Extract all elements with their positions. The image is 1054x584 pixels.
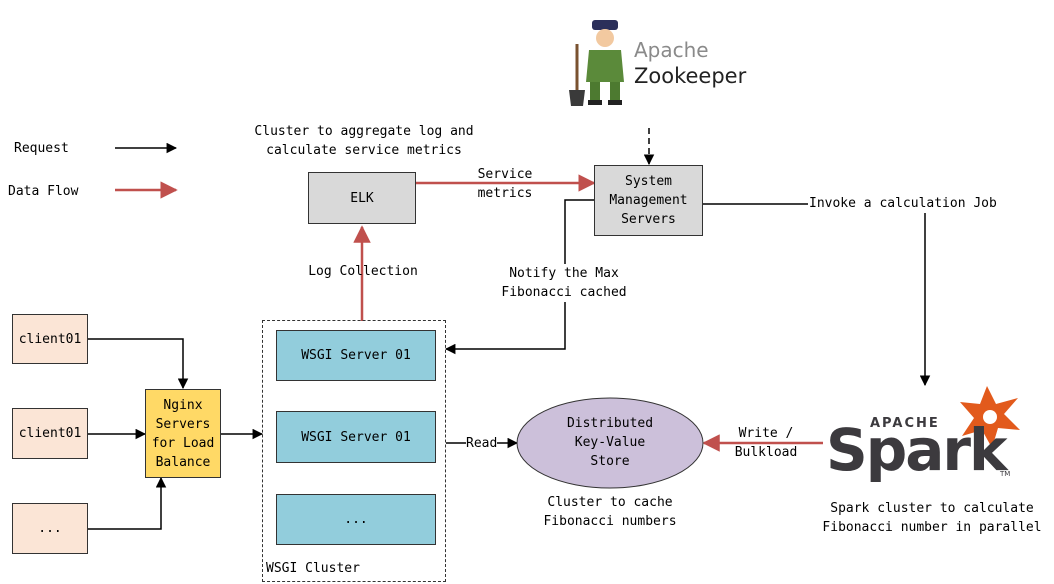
zookeeper-mascot-icon (569, 20, 624, 106)
system-management-box: System Management Servers (594, 165, 703, 236)
edge-client1-nginx (88, 338, 189, 390)
nginx-box: Nginx Servers for Load Balance (145, 389, 221, 478)
invoke-job-label: Invoke a calculation Job (808, 194, 998, 213)
log-collection-label: Log Collection (308, 264, 418, 279)
zookeeper-apache-text: Apache (634, 38, 709, 62)
elk-box: ELK (308, 172, 416, 224)
wsgi-cluster-label: WSGI Cluster (266, 561, 360, 576)
elk-caption: Cluster to aggregate log and calculate s… (254, 124, 474, 158)
spark-apache-text: APACHE (870, 416, 940, 431)
legend-dataflow-label: Data Flow (8, 184, 79, 199)
kv-store-shape (516, 397, 704, 489)
edge-invoke-job (703, 203, 931, 387)
wsgi-server-box-2: WSGI Server 01 (276, 411, 436, 463)
wsgi-server-box-3: ... (276, 494, 436, 545)
spark-tm-text: TM (1000, 470, 1011, 478)
client-box-2: client01 (12, 408, 88, 459)
client-box-3: ... (12, 503, 88, 554)
kv-store-label: Distributed Key-Value Store (566, 416, 654, 469)
service-metrics-label: Service metrics (477, 167, 533, 201)
edge-client3-nginx (88, 476, 167, 530)
spark-caption: Spark cluster to calculate Fibonacci num… (822, 501, 1042, 535)
notify-max-label: Notify the Max Fibonacci cached (492, 264, 636, 302)
wsgi-cluster (262, 320, 446, 582)
kv-store-caption: Cluster to cache Fibonacci numbers (543, 495, 677, 529)
read-label: Read (466, 434, 498, 453)
write-bulkload-label: Write / Bulkload (734, 426, 798, 460)
client-box-1: client01 (12, 314, 88, 364)
spark-name-text: Spark (826, 416, 1008, 484)
zookeeper-name-text: Zookeeper (634, 64, 747, 88)
spark-star-icon (960, 386, 1020, 448)
wsgi-server-box-1: WSGI Server 01 (276, 330, 436, 381)
legend-request-label: Request (14, 141, 69, 156)
